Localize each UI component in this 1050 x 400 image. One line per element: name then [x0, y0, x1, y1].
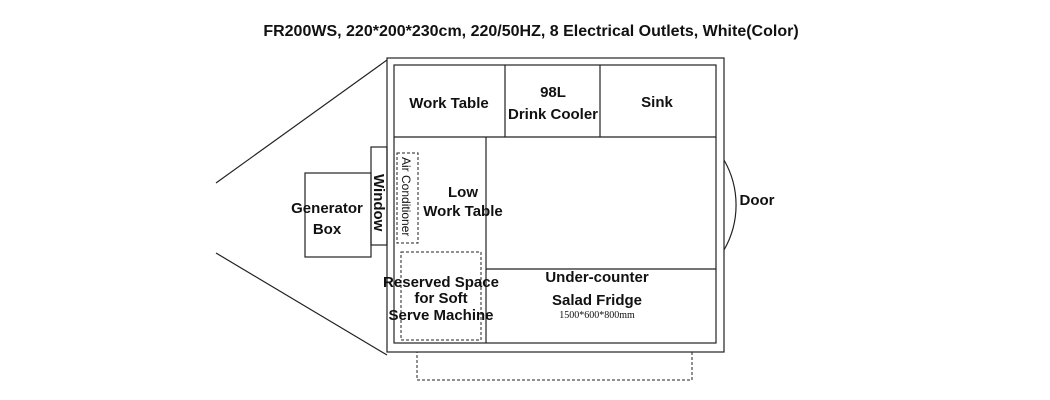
fridge-dimensions-label: 1500*600*800mm [559, 310, 635, 321]
fridge-label-line2: Salad Fridge [552, 292, 642, 309]
generator-box [304, 172, 372, 258]
reserved-space-label-line1: Reserved Space [383, 274, 499, 291]
drink-cooler-label-line1: 98L [540, 84, 566, 101]
fridge-label-line1: Under-counter [545, 269, 649, 286]
reserved-space-label-line2: for Soft [414, 290, 467, 307]
diagram-title: FR200WS, 220*200*230cm, 220/50HZ, 8 Elec… [263, 23, 798, 40]
drink-cooler-label-line2: Drink Cooler [508, 106, 598, 123]
low-work-table-label-line2: Work Table [423, 203, 502, 220]
air-conditioner-outline [396, 152, 419, 244]
generator-box-label-line2: Box [313, 221, 342, 238]
hitch-upper-line [215, 59, 388, 184]
low-work-table-label-line1: Low [448, 184, 478, 201]
window-label: Window [370, 174, 387, 232]
sink-label: Sink [641, 94, 673, 111]
work-table-label: Work Table [409, 95, 488, 112]
door-swing-arc [723, 159, 737, 251]
generator-box-label-line1: Generator [291, 200, 363, 217]
reserved-space-outline [400, 251, 482, 341]
door-label: Door [740, 192, 775, 209]
hitch-lower-line [215, 252, 388, 356]
reserved-space-label-line3: Serve Machine [388, 307, 493, 324]
trailer-inner-wall [393, 64, 717, 344]
drawbar-outline [416, 351, 693, 381]
air-conditioner-label: Air Conditioner [399, 157, 413, 236]
